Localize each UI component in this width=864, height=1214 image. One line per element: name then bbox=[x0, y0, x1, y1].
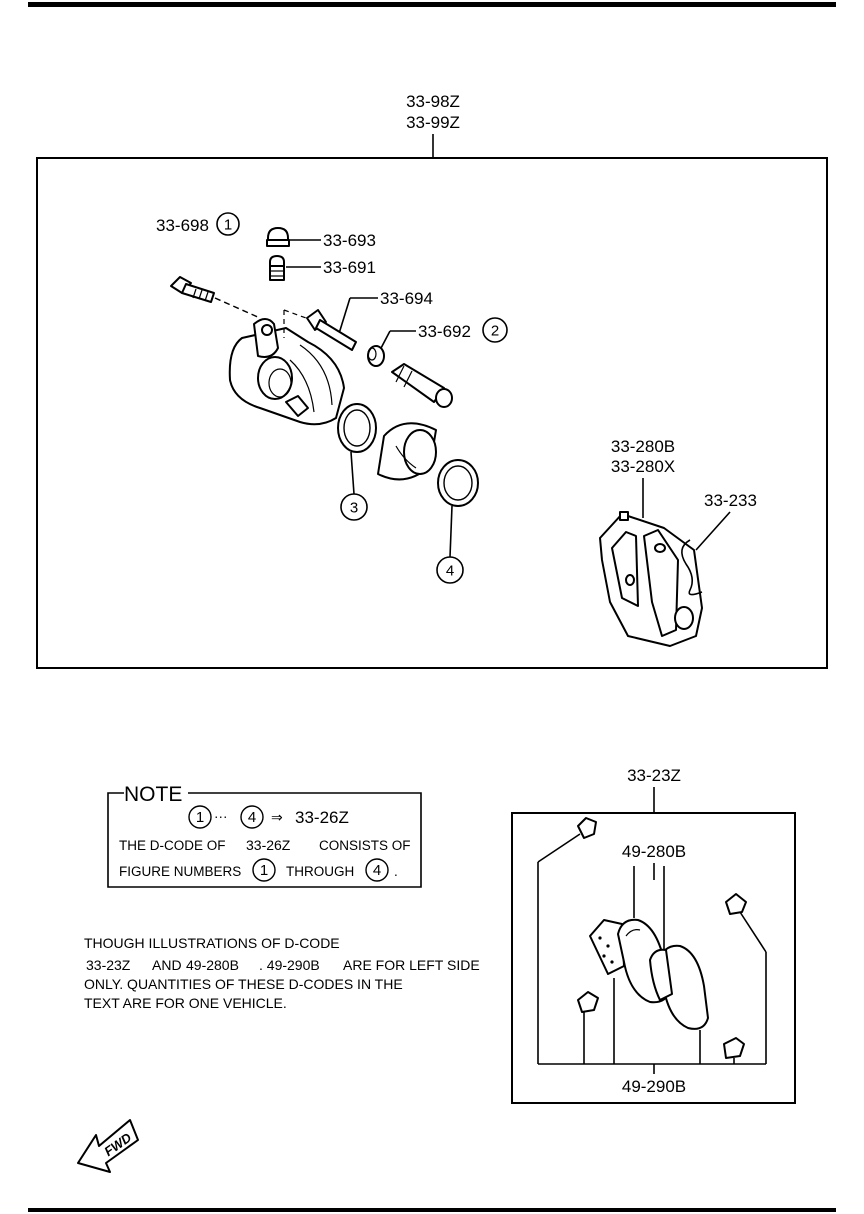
svg-text:1: 1 bbox=[196, 809, 204, 826]
outer-pad-part bbox=[649, 944, 709, 1030]
svg-text:. 49-290B: . 49-290B bbox=[259, 957, 320, 973]
bolt-part bbox=[170, 276, 261, 319]
assembly-code-line-1[interactable]: 33-98Z bbox=[406, 92, 460, 111]
svg-text:4: 4 bbox=[248, 809, 256, 826]
fwd-arrow-icon: FWD bbox=[77, 1119, 139, 1173]
label-33-693[interactable]: 33-693 bbox=[323, 231, 376, 250]
caliper-assembly: 33-98Z 33-99Z 33-698 1 33-693 33-691 33-… bbox=[36, 92, 828, 669]
dust-boot-part: 4 bbox=[436, 459, 479, 584]
pad-kit-code[interactable]: 33-23Z bbox=[627, 766, 681, 785]
svg-text:2: 2 bbox=[491, 323, 499, 340]
svg-text:ONLY. QUANTITIES OF THESE D-CO: ONLY. QUANTITIES OF THESE D-CODES IN THE bbox=[84, 976, 403, 992]
svg-text:33-23Z: 33-23Z bbox=[86, 957, 131, 973]
label-33-280x[interactable]: 33-280X bbox=[611, 457, 675, 476]
label-33-280b[interactable]: 33-280B bbox=[611, 437, 675, 456]
svg-text:TEXT ARE FOR ONE VEHICLE.: TEXT ARE FOR ONE VEHICLE. bbox=[84, 995, 287, 1011]
figure-number-4-badge: 4 bbox=[436, 556, 464, 584]
svg-text:THOUGH ILLUSTRATIONS OF D-CODE: THOUGH ILLUSTRATIONS OF D-CODE bbox=[84, 935, 340, 951]
top-rule bbox=[28, 2, 836, 7]
description-text: THOUGH ILLUSTRATIONS OF D-CODE 33-23Z AN… bbox=[84, 935, 480, 1011]
label-33-691[interactable]: 33-691 bbox=[323, 258, 376, 277]
note-badge-4b: 4 bbox=[365, 858, 389, 882]
bleeder-cap-part bbox=[266, 227, 290, 247]
pad-clip-bottom-left bbox=[577, 991, 599, 1064]
note-line3-prefix: FIGURE NUMBERS bbox=[119, 864, 241, 879]
note-box: NOTE 1 ··· 4 ⇒ 33-26Z THE D-CODE OF 33-2… bbox=[107, 783, 422, 888]
figure-number-1-badge: 1 bbox=[216, 212, 240, 236]
note-target-code[interactable]: 33-26Z bbox=[295, 808, 349, 827]
svg-text:4: 4 bbox=[446, 563, 454, 580]
svg-text:1: 1 bbox=[224, 217, 232, 234]
label-33-692[interactable]: 33-692 bbox=[418, 322, 471, 341]
piston-part bbox=[377, 422, 437, 481]
pad-clip-top-left bbox=[537, 817, 597, 863]
pad-clip-bottom-right bbox=[723, 1037, 745, 1059]
note-range-sep: ··· bbox=[214, 809, 228, 824]
note-badge-1: 1 bbox=[188, 805, 212, 829]
assembly-frame bbox=[36, 157, 828, 669]
note-badge-1b: 1 bbox=[252, 858, 276, 882]
pad-kit-frame bbox=[511, 812, 796, 1104]
label-49-280b[interactable]: 49-280B bbox=[622, 842, 686, 861]
label-33-698[interactable]: 33-698 bbox=[156, 216, 209, 235]
note-arrow: ⇒ bbox=[271, 809, 283, 825]
bottom-rule bbox=[28, 1208, 836, 1212]
bleeder-screw-part bbox=[269, 255, 285, 281]
note-line2-prefix: THE D-CODE OF bbox=[119, 838, 226, 853]
svg-text:AND: AND bbox=[152, 957, 182, 973]
label-33-233[interactable]: 33-233 bbox=[704, 491, 757, 510]
note-line3-mid: THROUGH bbox=[286, 864, 354, 879]
note-line2-code[interactable]: 33-26Z bbox=[246, 837, 291, 853]
guide-pin-part bbox=[306, 309, 357, 351]
note-badge-4: 4 bbox=[240, 805, 264, 829]
guide-pin-2-part bbox=[391, 363, 453, 408]
svg-text:1: 1 bbox=[260, 862, 268, 879]
label-33-694[interactable]: 33-694 bbox=[380, 289, 433, 308]
svg-text:49-280B: 49-280B bbox=[186, 957, 239, 973]
figure-number-3-badge: 3 bbox=[340, 493, 368, 521]
mounting-bracket-part bbox=[599, 511, 703, 647]
note-title: NOTE bbox=[124, 783, 182, 806]
pin-boot-part bbox=[367, 345, 385, 367]
label-49-290b[interactable]: 49-290B bbox=[622, 1077, 686, 1096]
note-line2-suffix: CONSISTS OF bbox=[319, 838, 411, 853]
anti-rattle-spring-part bbox=[681, 511, 731, 596]
pad-clip-top-right bbox=[725, 893, 767, 953]
pad-kit: 33-23Z 49-280B bbox=[511, 766, 796, 1104]
assembly-code-line-2[interactable]: 33-99Z bbox=[406, 113, 460, 132]
seal-ring-part: 3 bbox=[337, 403, 377, 521]
note-line3-end: . bbox=[394, 864, 398, 879]
svg-text:3: 3 bbox=[350, 500, 358, 517]
figure-number-2-badge: 2 bbox=[482, 317, 508, 343]
caliper-body-part bbox=[228, 309, 345, 426]
svg-text:ARE FOR LEFT SIDE: ARE FOR LEFT SIDE bbox=[343, 957, 480, 973]
svg-text:4: 4 bbox=[373, 862, 381, 879]
